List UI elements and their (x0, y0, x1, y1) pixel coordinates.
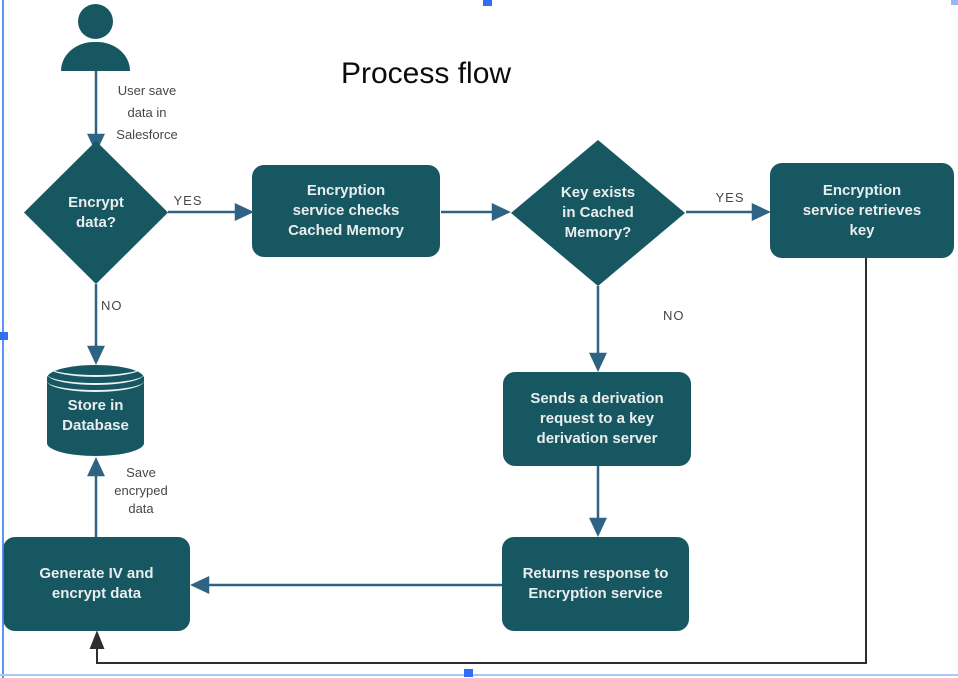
retrieve-key-process: Encryption service retrieves key (770, 163, 954, 258)
store-in-database-label: Store in Database (62, 396, 129, 434)
edge-label-yes-encrypt: YES (173, 193, 203, 208)
selection-handle-left[interactable] (0, 332, 8, 340)
person-icon (78, 4, 113, 39)
selection-handle-top[interactable] (483, 0, 492, 6)
selection-handle-top-right[interactable] (951, 0, 958, 5)
generate-iv-process: Generate IV and encrypt data (3, 537, 190, 631)
store-in-database-node: Store in Database (47, 365, 144, 456)
returns-response-process: Returns response to Encryption service (502, 537, 689, 631)
connector-retrieve-key-to-generate-iv (96, 258, 867, 664)
save-encryped-data-label: Save encryped data (114, 465, 168, 516)
edge-label-no-encrypt: NO (101, 298, 123, 313)
user-save-data-label: User save data in Salesforce (116, 83, 178, 142)
selection-handle-bottom[interactable] (464, 669, 473, 677)
check-cached-memory-process: Encryption service checks Cached Memory (252, 165, 440, 257)
diagram-title: Process flow (341, 57, 512, 90)
edge-label-no-key-exists: NO (663, 308, 685, 323)
edge-label-yes-key-exists: YES (715, 190, 745, 205)
derivation-request-process: Sends a derivation request to a key deri… (503, 372, 691, 466)
selection-border-bottom (0, 674, 958, 676)
